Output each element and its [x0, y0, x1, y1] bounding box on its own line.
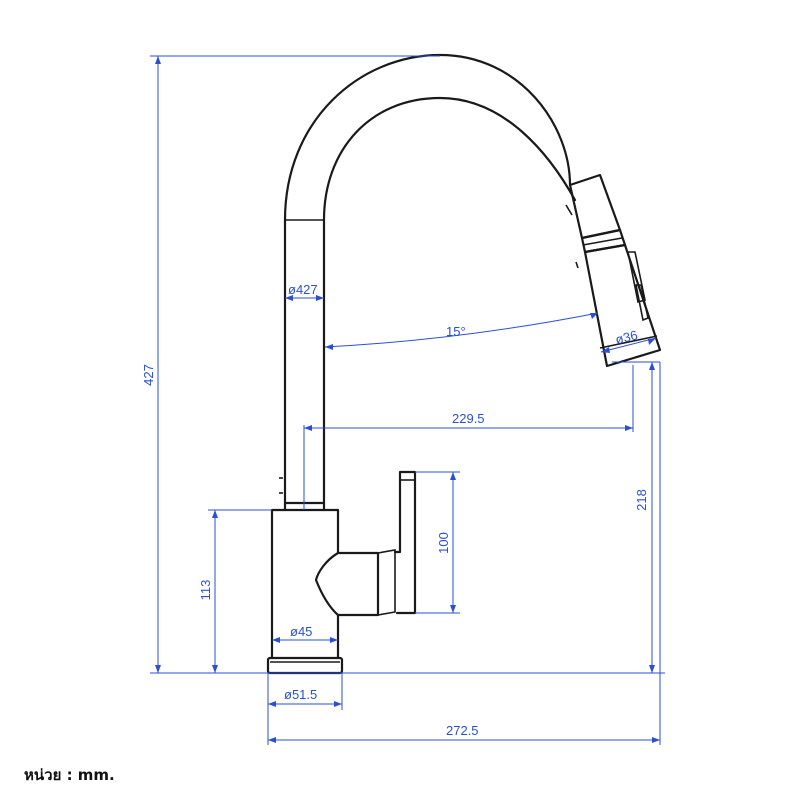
label-spray-angle: 15° [446, 324, 466, 339]
dimension-lines: 427 ø427 15° ø36 [141, 55, 665, 745]
dim-handle-height: 100 [415, 471, 460, 614]
label-hose-diameter: ø427 [288, 282, 318, 297]
dim-base-diameter: ø51.5 [267, 673, 343, 745]
dim-body-diameter: ø45 [272, 624, 338, 643]
dim-total-width: 272.5 [268, 362, 661, 745]
handle-hub [314, 551, 380, 617]
dim-hose-diameter: ø427 [285, 282, 324, 301]
dim-total-height: 427 [141, 55, 665, 674]
dim-spray-angle: 15° [324, 312, 599, 350]
label-base-diameter: ø51.5 [284, 687, 317, 702]
label-spray-diameter: ø36 [614, 327, 639, 347]
gooseneck-spout [283, 53, 577, 505]
dim-reach: 229.5 [303, 365, 634, 510]
faucet-base [266, 656, 344, 675]
spray-head [583, 243, 662, 368]
label-body-diameter: ø45 [290, 624, 312, 639]
label-total-height: 427 [141, 364, 156, 386]
dim-body-height: 113 [198, 509, 272, 673]
dim-spray-diameter: ø36 [600, 327, 657, 353]
unit-note: หน่วย : mm. [24, 766, 115, 784]
label-total-width: 272.5 [446, 723, 479, 738]
dim-spout-height: 218 [612, 361, 660, 673]
label-handle-height: 100 [436, 532, 451, 554]
handle-lever [393, 470, 417, 615]
faucet-outline [266, 53, 662, 675]
label-spout-height: 218 [634, 489, 649, 511]
label-reach: 229.5 [452, 411, 485, 426]
faucet-body [270, 508, 340, 660]
label-body-height: 113 [198, 580, 213, 601]
